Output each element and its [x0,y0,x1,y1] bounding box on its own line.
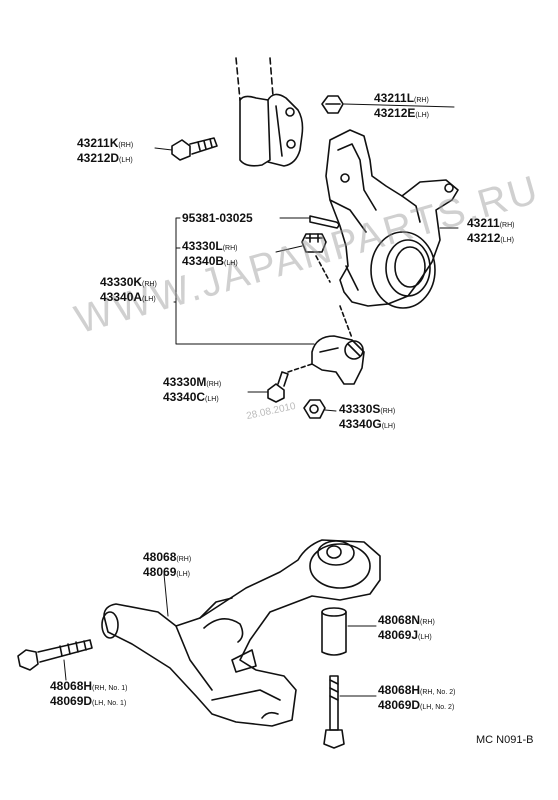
lower-control-arm [101,539,381,727]
upper-nut [321,95,344,114]
label-castle-nut: 43330L(RH) 43340B(LH) [182,239,238,268]
strut-tube [235,57,274,167]
strut-bolt [171,137,218,161]
label-ball-joint: 43330K(RH) 43340A(LH) [100,275,157,304]
label-ball-bolt: 43330M(RH) 43340C(LH) [163,375,222,404]
arm-collar [321,607,347,656]
ball-bolt [267,363,313,403]
label-arm-bolt-no1: 48068H(RH, No. 1) 48069D(LH, No. 1) [50,679,128,708]
arm-bolt-no1 [17,639,93,671]
ball-joint [311,305,365,385]
arm-bolt-no2 [323,675,345,749]
label-lower-arm: 48068(RH) 48069(LH) [143,550,192,579]
label-arm-collar: 48068N(RH) 48069J(LH) [378,613,435,642]
leader-lines-lower [63,573,377,697]
leader-lines [154,103,459,412]
label-strut-bolt: 43211K(RH) 43212D(LH) [77,136,134,165]
label-cotter-pin: 95381-03025 [182,211,253,225]
castle-nut [301,233,331,283]
steering-knuckle [325,129,459,309]
cotter-pin [309,215,340,229]
label-ball-nut: 43330S(RH) 43340G(LH) [339,402,396,431]
diagram-code: MC N091-B [476,734,534,746]
label-knuckle: 43211(RH) 43212(LH) [467,216,515,245]
strut-bracket [239,93,304,167]
label-arm-bolt-no2: 48068H(RH, No. 2) 48069D(LH, No. 2) [378,683,456,712]
ball-nut [303,399,326,419]
label-upper-nut: 43211L(RH) 43212E(LH) [374,91,429,120]
